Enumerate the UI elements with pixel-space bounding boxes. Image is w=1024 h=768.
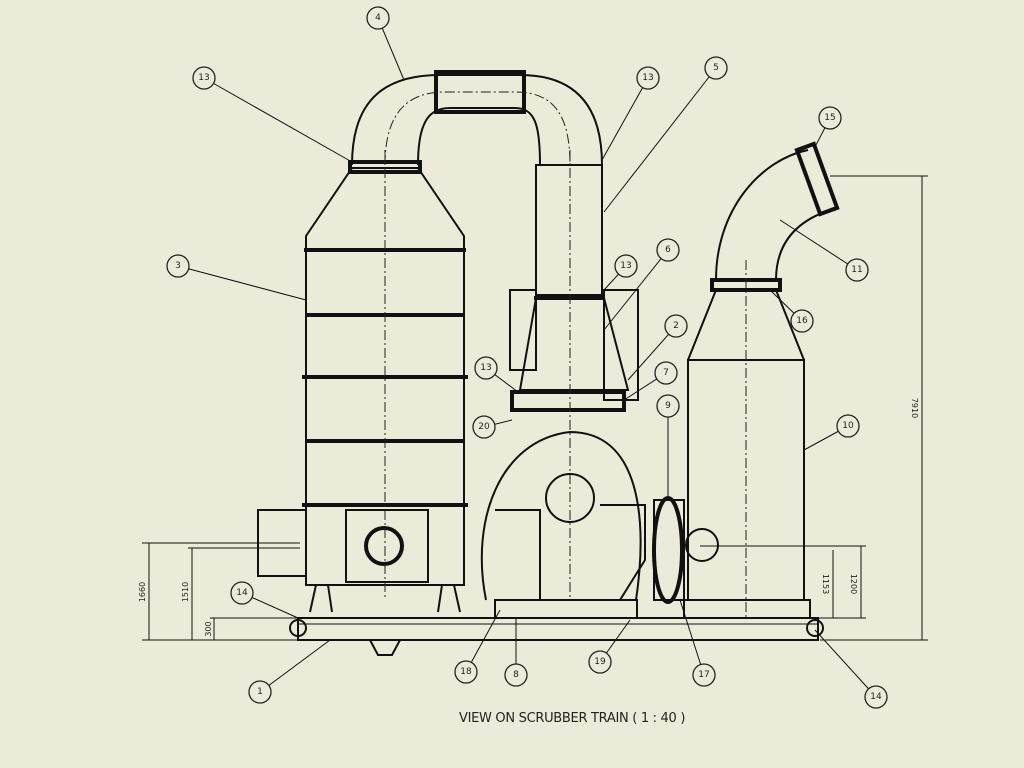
- leader-line: [203, 77, 353, 163]
- balloon-number: 13: [480, 363, 491, 373]
- balloon-number: 7: [663, 368, 669, 378]
- leader-line: [603, 249, 669, 331]
- balloon-number: 13: [620, 261, 631, 271]
- dim-1660: 1660: [138, 582, 147, 602]
- balloon-number: 10: [842, 421, 854, 431]
- callout-balloon: 13: [192, 66, 353, 163]
- stack-right: [683, 141, 840, 620]
- dim-1510: 1510: [181, 582, 190, 602]
- balloon-number: 1: [257, 687, 263, 697]
- callout-balloon: 19: [588, 619, 631, 674]
- balloon-number: 6: [665, 245, 671, 255]
- balloon-number: 15: [824, 113, 835, 123]
- callout-balloon: 20: [472, 415, 513, 439]
- balloon-number: 18: [460, 667, 472, 677]
- leader-line: [679, 599, 705, 676]
- dim-300: 300: [204, 621, 213, 636]
- balloon-circle: [588, 650, 612, 674]
- fan: [480, 289, 685, 619]
- balloon-number: 8: [513, 670, 519, 680]
- balloon-number: 13: [642, 73, 653, 83]
- dim-1153: 1153: [821, 574, 830, 594]
- balloon-number: 9: [665, 401, 671, 411]
- balloon-circle: [166, 254, 190, 278]
- balloon-circle: [864, 685, 888, 709]
- balloon-number: 11: [851, 265, 862, 275]
- callout-balloon: 1: [248, 639, 331, 704]
- leader-line: [601, 77, 649, 161]
- callout-balloon: 9: [656, 394, 680, 500]
- balloon-circle: [192, 66, 216, 90]
- leader-line: [603, 67, 717, 213]
- view-caption: VIEW ON SCRUBBER TRAIN ( 1 : 40 ): [459, 711, 686, 726]
- callout-balloon: 13: [603, 254, 638, 291]
- balloon-number: 3: [175, 261, 181, 271]
- callout-balloon: 6: [603, 238, 680, 331]
- leader-line: [814, 629, 877, 698]
- balloon-number: 20: [478, 422, 490, 432]
- dim-1200: 1200: [849, 574, 858, 594]
- balloon-circle: [230, 581, 254, 605]
- balloon-circle: [474, 356, 498, 380]
- leader-line: [465, 609, 501, 673]
- balloon-number: 14: [236, 588, 248, 598]
- balloon-circle: [454, 660, 478, 684]
- callout-balloon: 11: [779, 219, 869, 282]
- balloon-number: 5: [713, 63, 719, 73]
- callout-balloon: 7: [623, 361, 678, 401]
- balloon-circle: [818, 106, 842, 130]
- base-frame: [289, 617, 824, 656]
- balloon-circle: [692, 663, 716, 687]
- callout-balloon: 14: [814, 629, 888, 709]
- callout-balloon: 18: [454, 609, 501, 684]
- callout-balloon: 4: [366, 6, 405, 81]
- dimension-lines: 1660 1510 300 7910 1153 1200: [138, 175, 928, 641]
- balloon-circle: [366, 6, 390, 30]
- balloon-number: 19: [594, 657, 606, 667]
- callout-balloon: 16: [769, 289, 814, 333]
- callout-balloon: 3: [166, 254, 307, 301]
- duct-arch: [351, 70, 630, 600]
- balloon-circle: [654, 361, 678, 385]
- callout-balloon: 17: [679, 599, 716, 687]
- leader-line: [177, 265, 307, 301]
- balloon-circle: [836, 414, 860, 438]
- callout-balloons: 4 13 13 5 15 3 6 13 11 2 16 13 7 9 20 10 14 1 18 8 19 17 14: [166, 6, 888, 709]
- balloon-circle: [790, 309, 814, 333]
- dim-7910: 7910: [910, 398, 919, 418]
- balloon-number: 13: [198, 73, 209, 83]
- callout-balloon: 13: [474, 356, 519, 393]
- balloon-circle: [664, 314, 688, 338]
- balloon-number: 4: [375, 13, 381, 23]
- balloon-circle: [504, 663, 528, 687]
- balloon-number: 2: [673, 321, 679, 331]
- callout-balloon: 5: [603, 56, 728, 213]
- balloon-circle: [472, 415, 496, 439]
- callout-balloon: 13: [601, 66, 660, 161]
- balloon-circle: [656, 394, 680, 418]
- callout-balloon: 8: [504, 618, 528, 687]
- callout-balloon: 14: [230, 581, 299, 619]
- callout-balloon: 15: [815, 106, 842, 146]
- balloon-circle: [248, 680, 272, 704]
- balloon-circle: [614, 254, 638, 278]
- leader-line: [779, 219, 858, 271]
- balloon-number: 16: [796, 316, 808, 326]
- balloon-circle: [704, 56, 728, 80]
- leader-line: [259, 639, 331, 693]
- balloon-circle: [636, 66, 660, 90]
- balloon-circle: [845, 258, 869, 282]
- balloon-number: 17: [698, 670, 709, 680]
- callout-balloon: 10: [803, 414, 860, 451]
- balloon-circle: [656, 238, 680, 262]
- callout-balloon: 2: [627, 314, 688, 381]
- leader-line: [627, 325, 677, 381]
- balloon-number: 14: [870, 692, 882, 702]
